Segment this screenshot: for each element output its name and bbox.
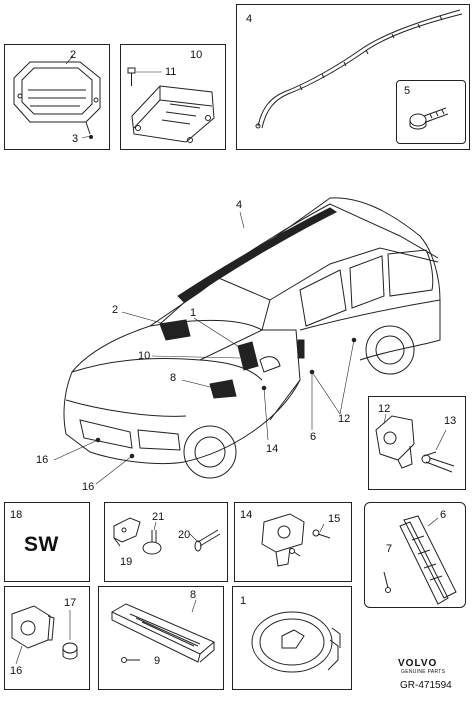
callout-13-panel: 13 bbox=[444, 415, 457, 427]
callout-7-panel: 7 bbox=[386, 543, 393, 555]
callout-8-vehicle: 8 bbox=[170, 372, 177, 384]
callout-16b-vehicle: 16 bbox=[82, 481, 95, 493]
callout-15-panel: 15 bbox=[328, 513, 341, 525]
callout-2-vehicle: 2 bbox=[112, 304, 119, 316]
callout-14-vehicle: 14 bbox=[266, 443, 279, 455]
genuine-parts-label: GENUINE PARTS bbox=[401, 669, 446, 675]
panel-control-module bbox=[120, 44, 226, 150]
callout-17-panel: 17 bbox=[64, 597, 77, 609]
callout-12-panel: 12 bbox=[378, 403, 391, 415]
callout-2: 2 bbox=[70, 49, 77, 61]
callout-20: 20 bbox=[178, 529, 191, 541]
panel-bolt-5 bbox=[396, 80, 466, 144]
callout-5: 5 bbox=[404, 85, 411, 97]
callout-4-vehicle: 4 bbox=[236, 199, 243, 211]
panel-software bbox=[4, 502, 90, 582]
callout-10-vehicle: 10 bbox=[138, 350, 151, 362]
callout-21: 21 bbox=[152, 511, 165, 523]
callout-14-panel: 14 bbox=[240, 509, 253, 521]
callout-18: 18 bbox=[10, 509, 23, 521]
callout-4-panel: 4 bbox=[246, 13, 253, 25]
callout-8-panel: 8 bbox=[190, 589, 197, 601]
callout-6-panel: 6 bbox=[440, 509, 447, 521]
panel-sensor-12 bbox=[368, 396, 466, 490]
callout-11: 11 bbox=[165, 66, 177, 78]
diagram-reference: GR-471594 bbox=[400, 680, 452, 691]
callout-10-panel: 10 bbox=[190, 49, 203, 61]
software-label: SW bbox=[24, 533, 59, 556]
volvo-logo: VOLVO bbox=[398, 658, 438, 669]
callout-3: 3 bbox=[72, 133, 79, 145]
callout-1-panel: 1 bbox=[240, 595, 247, 607]
callout-12-vehicle: 12 bbox=[338, 413, 351, 425]
callout-16a-vehicle: 16 bbox=[36, 454, 49, 466]
callout-9-panel: 9 bbox=[154, 655, 161, 667]
callout-16-panel: 16 bbox=[10, 665, 23, 677]
callout-19: 19 bbox=[120, 556, 133, 568]
panel-side-airbag bbox=[364, 502, 466, 608]
panel-sensor-16 bbox=[4, 586, 90, 690]
panel-knee-airbag bbox=[98, 586, 224, 690]
callout-6-vehicle: 6 bbox=[310, 431, 317, 443]
callout-1-vehicle: 1 bbox=[190, 307, 197, 319]
